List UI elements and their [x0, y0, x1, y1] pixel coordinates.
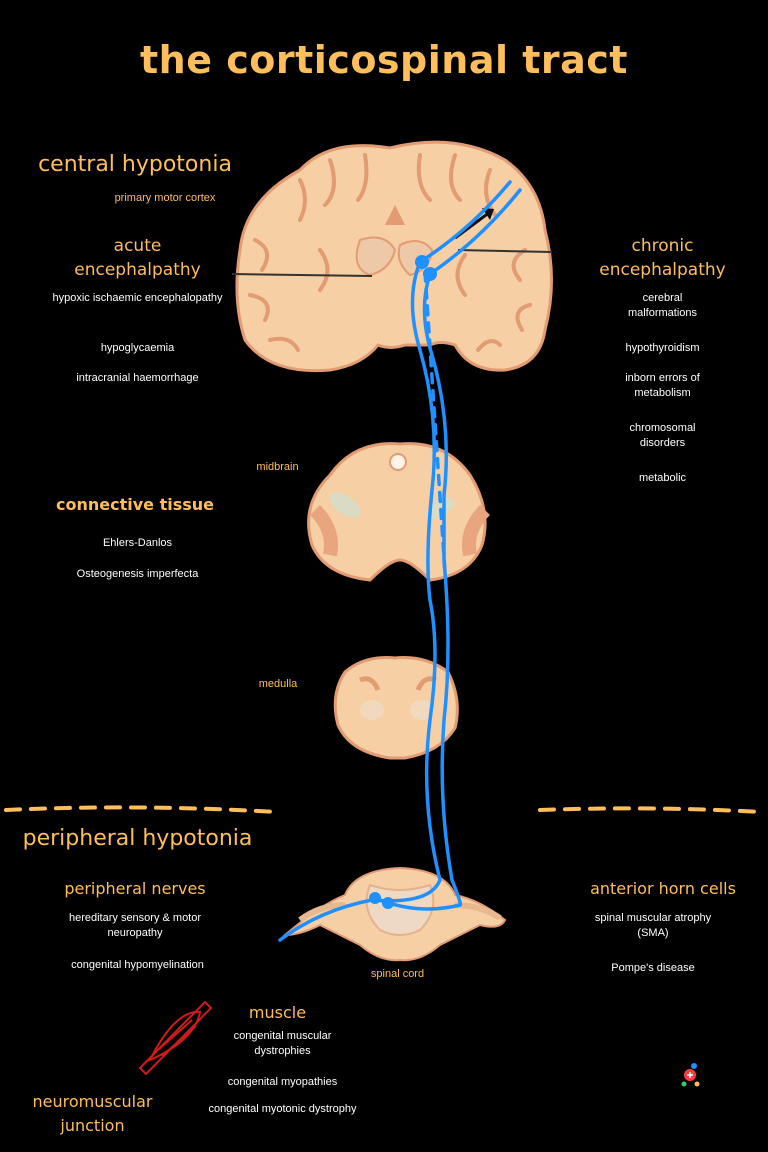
chronic-item-line: disorders [639, 437, 686, 449]
muscle-item-line: congenital myotonic dystrophy [208, 1103, 357, 1115]
nmj-heading-line2: junction [60, 1116, 125, 1135]
page-title: the corticospinal tract [140, 38, 628, 82]
muscle-heading: muscle [248, 1003, 307, 1022]
acute-heading-line2: encephalpathy [74, 260, 201, 280]
nerves-item-hsmn: hereditary sensory & motor neuropathy [40, 911, 230, 941]
chronic-item-line: malformations [627, 307, 698, 319]
muscle-item-line: dystrophies [254, 1045, 311, 1057]
chronic-item-cerebral-malformations: cerebral malformations [580, 291, 745, 321]
tract-nodes [369, 255, 437, 909]
nerves-item-line: neuropathy [107, 927, 163, 939]
peripheral-nerves-heading: peripheral nerves [64, 879, 206, 898]
acute-encephalopathy-heading: acute encephalpathy [40, 234, 235, 282]
divider-dashed-line [4, 805, 764, 814]
medulla-section [333, 656, 459, 760]
chronic-item-line: chromosomal [629, 422, 696, 434]
chronic-item-inborn-errors: inborn errors of metabolism [580, 371, 745, 401]
acute-item-hypoglycaemia: hypoglycaemia [100, 342, 175, 354]
connective-item-osteogenesis: Osteogenesis imperfecta [76, 568, 199, 580]
chronic-item-chromosomal: chromosomal disorders [580, 421, 745, 451]
chronic-item-line: hypothyroidism [625, 342, 700, 354]
anterior-item-sma: spinal muscular atrophy (SMA) [573, 911, 733, 941]
connective-tissue-heading: connective tissue [56, 495, 214, 514]
connective-item-ehlers-danlos: Ehlers-Danlos [102, 537, 173, 549]
nerves-item-line: congenital hypomyelination [71, 959, 204, 971]
chronic-item-line: metabolism [634, 387, 691, 399]
midbrain-section [307, 442, 491, 582]
acute-item-hie: hypoxic ischaemic encephalopathy [52, 292, 223, 304]
anterior-horn-cells-heading: anterior horn cells [590, 879, 736, 898]
central-hypotonia-heading: central hypotonia [38, 152, 232, 177]
chronic-item-line: inborn errors of [625, 372, 700, 384]
medulla-label: medulla [258, 678, 298, 690]
acute-item-haemorrhage: intracranial haemorrhage [76, 372, 199, 384]
logo-icon [681, 1063, 700, 1087]
midbrain-label: midbrain [256, 461, 299, 473]
chronic-item-line: cerebral [642, 292, 683, 304]
nerves-item-line: hereditary sensory & motor [68, 912, 202, 924]
spinal-cord-section [282, 866, 507, 962]
brain-coronal-section [235, 140, 553, 373]
spinal-cord-label: spinal cord [370, 968, 425, 980]
acute-heading-line1: acute [113, 236, 162, 256]
nerves-item-hypomyelination: congenital hypomyelination [40, 958, 235, 973]
chronic-encephalopathy-heading: chronic encephalpathy [570, 234, 755, 282]
chronic-heading-line2: encephalpathy [599, 260, 726, 280]
anterior-item-line: Pompe's disease [611, 962, 695, 974]
chronic-item-line: metabolic [638, 472, 687, 484]
muscle-item-line: congenital myopathies [227, 1076, 338, 1088]
muscle-item-myopathies: congenital myopathies [200, 1075, 365, 1090]
nmj-heading-line1: neuromuscular [32, 1092, 153, 1111]
muscle-item-myotonic: congenital myotonic dystrophy [195, 1102, 370, 1117]
chronic-item-metabolic: metabolic [580, 471, 745, 486]
muscle-item-dystrophies: congenital muscular dystrophies [205, 1029, 360, 1059]
peripheral-hypotonia-heading: peripheral hypotonia [22, 826, 253, 851]
primary-motor-cortex-label: primary motor cortex [114, 192, 216, 204]
chronic-heading-line1: chronic [631, 236, 694, 256]
muscle-icon [138, 1000, 213, 1076]
anterior-item-line: spinal muscular atrophy [594, 912, 712, 924]
muscle-item-line: congenital muscular [233, 1030, 332, 1042]
chronic-item-hypothyroidism: hypothyroidism [580, 341, 745, 356]
nmj-heading: neuromuscular junction [15, 1090, 170, 1138]
anterior-item-pompe: Pompe's disease [573, 961, 733, 976]
anterior-item-line: (SMA) [637, 927, 669, 939]
